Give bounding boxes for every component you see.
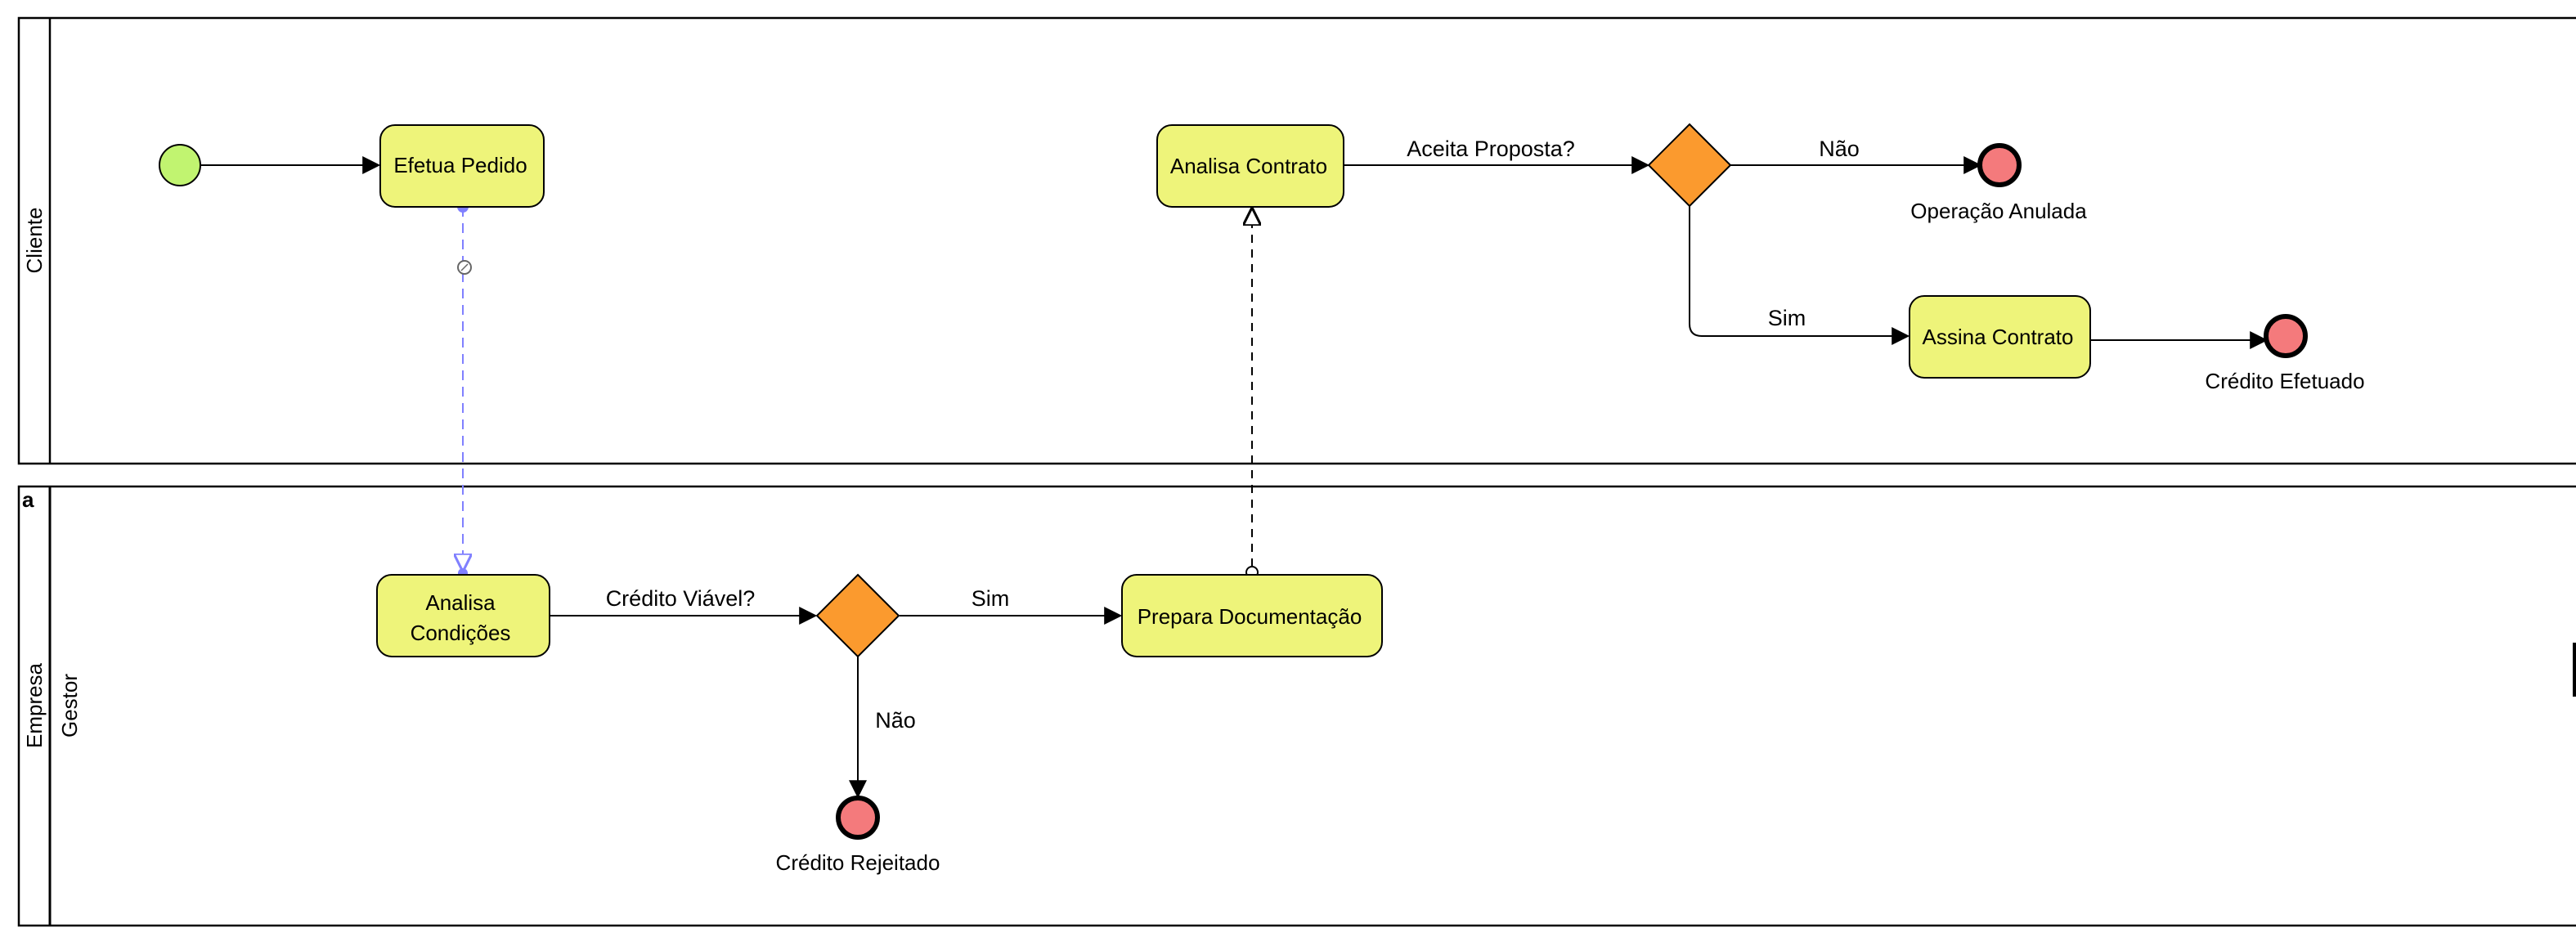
end-event-credito-rejeitado-circle bbox=[836, 796, 880, 840]
lane-gestor-label: Gestor bbox=[57, 674, 82, 738]
task-analisa-condicoes[interactable]: Analisa Condições bbox=[376, 574, 550, 657]
end-event-operacao-anulada-circle bbox=[1977, 143, 2022, 187]
pool-corner-marker: a bbox=[22, 487, 34, 512]
pool-cliente-border bbox=[17, 16, 2576, 465]
sequence-flows bbox=[201, 156, 2269, 799]
task-efetua-pedido-label: Efetua Pedido bbox=[393, 153, 527, 177]
task-analisa-contrato[interactable]: Analisa Contrato bbox=[1156, 124, 1344, 208]
flow-label-credito-viavel: Crédito Viável? bbox=[606, 586, 756, 611]
task-assina-contrato-label: Assina Contrato bbox=[1923, 325, 2074, 349]
pool-empresa[interactable]: Empresa Gestor a bbox=[17, 485, 2576, 927]
task-analisa-contrato-box bbox=[1156, 124, 1344, 208]
flow-label-sim-empresa: Sim bbox=[972, 586, 1010, 611]
right-edge-fragment bbox=[2573, 643, 2576, 697]
end-event-credito-rejeitado-label: Crédito Rejeitado bbox=[776, 850, 940, 875]
pool-cliente-label: Cliente bbox=[22, 208, 47, 274]
pool-empresa-label: Empresa bbox=[22, 662, 47, 748]
message-flows bbox=[457, 201, 1258, 579]
pool-empresa-border bbox=[17, 485, 2576, 927]
task-prepara-documentacao-box bbox=[1121, 574, 1383, 657]
task-analisa-condicoes-label-line1: Analisa bbox=[425, 590, 496, 615]
task-analisa-condicoes-label-line2: Condições bbox=[411, 621, 511, 645]
task-efetua-pedido-box bbox=[379, 124, 545, 208]
pool-cliente[interactable]: Cliente bbox=[17, 16, 2576, 465]
flow-label-nao-cliente: Não bbox=[1819, 137, 1860, 161]
end-event-operacao-anulada[interactable]: Operação Anulada bbox=[1910, 143, 2087, 223]
gateway-credito-viavel[interactable] bbox=[815, 573, 900, 658]
flow-label-sim-cliente: Sim bbox=[1768, 306, 1806, 330]
end-event-credito-rejeitado[interactable]: Crédito Rejeitado bbox=[776, 796, 940, 875]
end-event-credito-efetuado[interactable]: Crédito Efetuado bbox=[2205, 314, 2365, 393]
task-assina-contrato-box bbox=[1909, 295, 2091, 379]
task-assina-contrato[interactable]: Assina Contrato bbox=[1909, 295, 2091, 379]
end-event-credito-efetuado-circle bbox=[2264, 314, 2308, 358]
task-prepara-documentacao[interactable]: Prepara Documentação bbox=[1121, 574, 1383, 657]
flow-gateway-sim-to-assina-contrato bbox=[1689, 206, 1910, 345]
task-analisa-condicoes-box bbox=[376, 574, 550, 657]
task-analisa-contrato-label: Analisa Contrato bbox=[1170, 154, 1327, 178]
end-event-credito-efetuado-label: Crédito Efetuado bbox=[2205, 369, 2364, 393]
flow-label-nao-empresa: Não bbox=[875, 708, 916, 733]
message-flow-pedido-waypoint-tick bbox=[460, 263, 469, 271]
task-prepara-documentacao-label: Prepara Documentação bbox=[1138, 604, 1362, 629]
flow-label-aceita-proposta: Aceita Proposta? bbox=[1407, 137, 1575, 161]
start-event[interactable] bbox=[159, 144, 201, 186]
end-event-operacao-anulada-label: Operação Anulada bbox=[1910, 199, 2087, 223]
task-efetua-pedido[interactable]: Efetua Pedido bbox=[379, 124, 545, 208]
gateway-aceita-proposta[interactable] bbox=[1647, 123, 1732, 208]
